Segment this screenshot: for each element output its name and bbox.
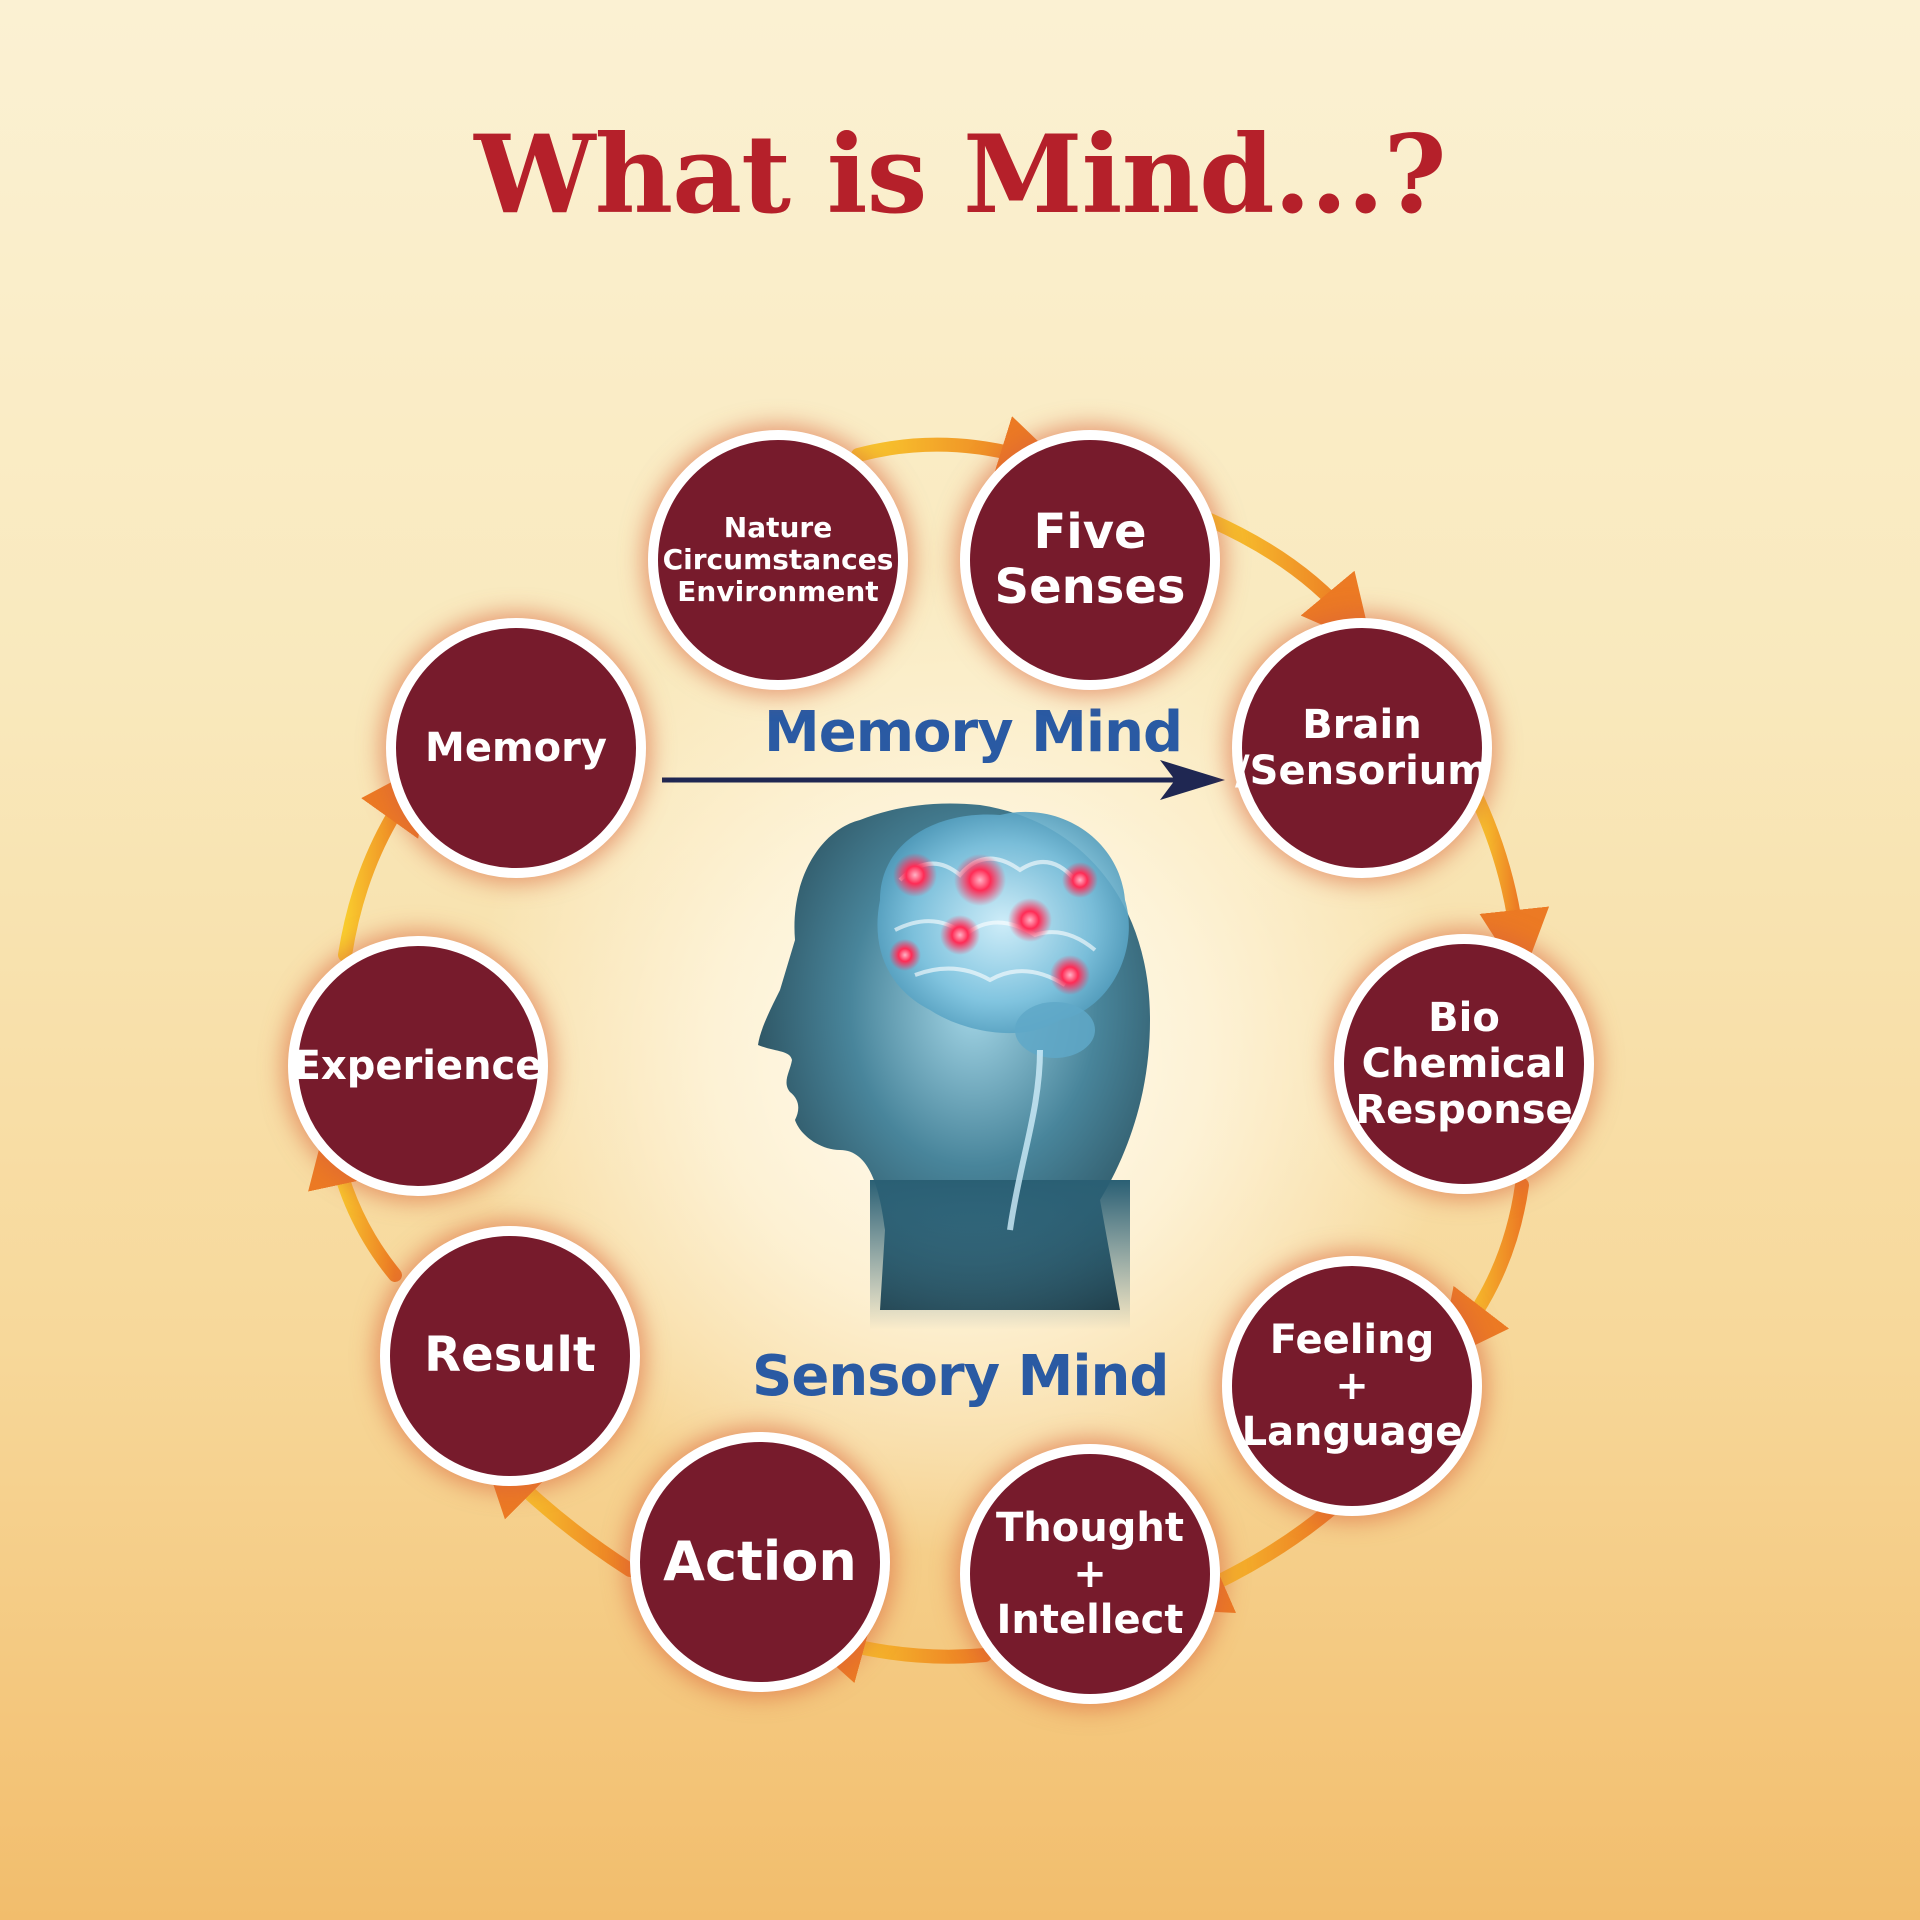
- node-experience: Experience: [288, 936, 548, 1196]
- page-title: What is Mind...?: [474, 112, 1446, 238]
- arrow-experience-to-memory: [338, 761, 431, 962]
- node-five-senses: Five Senses: [960, 430, 1220, 690]
- node-bio-chemical-response: Bio Chemical Response: [1334, 934, 1594, 1194]
- arrow-senses-to-brain: [1203, 513, 1373, 647]
- node-nature-circumstances-environment: Nature Circumstances Environment: [648, 430, 908, 690]
- node-feeling-language: Feeling + Language: [1222, 1256, 1482, 1516]
- arrow-brain-to-biochem: [1471, 793, 1550, 980]
- arrow-biochem-to-feeling: [1438, 1178, 1529, 1363]
- memory-mind-label: Memory Mind: [764, 700, 1183, 765]
- node-action: Action: [630, 1432, 890, 1692]
- sensory-mind-label: Sensory Mind: [752, 1344, 1169, 1409]
- node-memory: Memory: [386, 618, 646, 878]
- node-result: Result: [380, 1226, 640, 1486]
- node-brain-sensorium: Brain /Sensorium: [1232, 618, 1492, 878]
- node-thought-intellect: Thought + Intellect: [960, 1444, 1220, 1704]
